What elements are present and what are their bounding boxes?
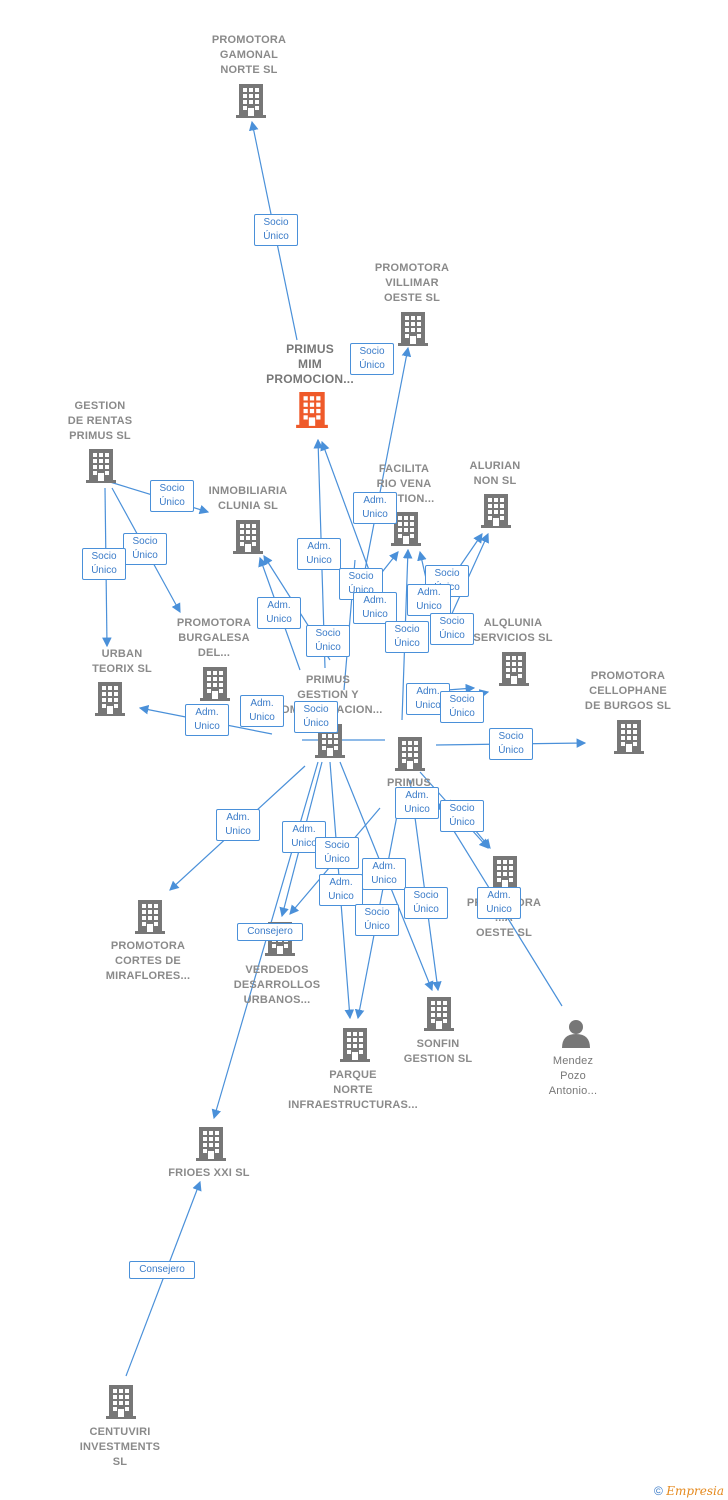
edge-label-adm-unico: Adm. Unico — [353, 592, 397, 624]
edge-label-adm-unico: Adm. Unico — [362, 858, 406, 890]
building-icon — [614, 720, 644, 754]
edge-label-socio-unico: Socio Único — [385, 621, 429, 653]
edge-hub-villimar — [364, 346, 412, 571]
edge-label-socio-unico: Socio Único — [123, 533, 167, 565]
edge-label-socio-unico: Socio Único — [404, 887, 448, 919]
building-icon — [200, 667, 230, 701]
node-label-centuviri[interactable]: CENTUVIRI INVESTMENTS SL — [79, 1426, 161, 1468]
edge-label-socio-unico: Socio Único — [294, 701, 338, 733]
nodes — [86, 84, 644, 1419]
node-label-verdedos[interactable]: VERDEDOS DESARROLLOS URBANOS... — [233, 964, 321, 1006]
edge-label-socio-unico: Socio Único — [489, 728, 533, 760]
edge-label-socio-unico: Socio Único — [440, 691, 484, 723]
edge-label-socio-unico: Socio Único — [350, 343, 394, 375]
node-label-urban[interactable]: URBAN TEORIX SL — [92, 648, 152, 675]
node-label-gamonal[interactable]: PROMOTORA GAMONAL NORTE SL — [211, 34, 287, 76]
node-label-clunia[interactable]: INMOBILIARIA CLUNIA SL — [208, 485, 288, 512]
node-label-villimar[interactable]: PROMOTORA VILLIMAR OESTE SL — [374, 262, 450, 304]
edge-label-socio-unico: Socio Único — [306, 625, 350, 657]
edge-label-adm-unico: Adm. Unico — [477, 887, 521, 919]
edge-label-adm-unico: Adm. Unico — [282, 821, 326, 853]
edge-label-adm-unico: Adm. Unico — [185, 704, 229, 736]
building-icon — [135, 900, 165, 934]
edge-label-adm-unico: Adm. Unico — [395, 787, 439, 819]
edge-label-socio-unico: Socio Único — [254, 214, 298, 246]
edge-label-adm-unico: Adm. Unico — [216, 809, 260, 841]
edge-centuviri-frioes — [125, 1180, 202, 1377]
building-icon — [296, 392, 328, 428]
edge-label-socio-unico: Socio Único — [150, 480, 194, 512]
building-icon — [395, 737, 425, 771]
copyright-symbol: © — [654, 1484, 663, 1498]
node-label-mendez[interactable]: Mendez Pozo Antonio... — [548, 1055, 598, 1097]
building-icon — [86, 449, 116, 483]
footer-brand[interactable]: © Empresia — [654, 1484, 724, 1498]
edge-label-adm-unico: Adm. Unico — [319, 874, 363, 906]
node-label-sonfin[interactable]: SONFIN GESTION SL — [403, 1038, 473, 1065]
edge-label-socio-unico: Socio Único — [315, 837, 359, 869]
node-label-cortes[interactable]: PROMOTORA CORTES DE MIRAFLORES... — [105, 940, 191, 982]
node-label-primus-mim[interactable]: PRIMUS MIM PROMOCION... — [266, 342, 354, 386]
edge-label-socio-unico: Socio Único — [430, 613, 474, 645]
building-icon — [95, 682, 125, 716]
building-icon — [398, 312, 428, 346]
edge-label-consejero: Consejero — [237, 923, 303, 941]
building-icon — [236, 84, 266, 118]
edge-label-adm-unico: Adm. Unico — [257, 597, 301, 629]
building-icon — [106, 1385, 136, 1419]
node-label-alqlunia[interactable]: ALQLUNIA SERVICIOS SL — [473, 617, 553, 644]
edge-label-adm-unico: Adm. Unico — [407, 584, 451, 616]
building-icon — [233, 520, 263, 554]
building-icon — [499, 652, 529, 686]
edge-label-socio-unico: Socio Único — [355, 904, 399, 936]
node-label-cellophane[interactable]: PROMOTORA CELLOPHANE DE BURGOS SL — [584, 670, 672, 712]
edge-label-socio-unico: Socio Único — [440, 800, 484, 832]
building-icon — [340, 1028, 370, 1062]
node-label-alurian[interactable]: ALURIAN NON SL — [469, 460, 521, 487]
person-icon — [562, 1020, 590, 1048]
node-label-frioes[interactable]: FRIOES XXI SL — [168, 1167, 250, 1179]
brand-logo: Empresia — [666, 1484, 724, 1498]
building-icon — [196, 1127, 226, 1161]
node-label-parque[interactable]: PARQUE NORTE INFRAESTRUCTURAS... — [288, 1069, 418, 1111]
building-icon — [424, 997, 454, 1031]
building-icon — [481, 494, 511, 528]
edge-label-consejero: Consejero — [129, 1261, 195, 1279]
building-icon — [490, 856, 520, 890]
node-label-gestion-rentas[interactable]: GESTION DE RENTAS PRIMUS SL — [67, 400, 133, 442]
edge-label-adm-unico: Adm. Unico — [297, 538, 341, 570]
node-label-burgalesa[interactable]: PROMOTORA BURGALESA DEL... — [176, 617, 252, 659]
edge-label-adm-unico: Adm. Unico — [240, 695, 284, 727]
edge-label-adm-unico: Adm. Unico — [353, 492, 397, 524]
edge-label-socio-unico: Socio Único — [82, 548, 126, 580]
